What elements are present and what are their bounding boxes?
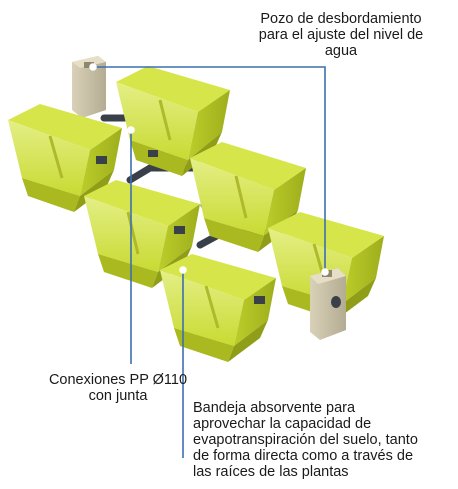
connections-label-line: con junta [88,388,148,404]
tray-label-line: evapotranspiración del suelo, tanto [193,432,418,448]
overflow-well-label-line: Pozo de desbordamiento [260,11,422,27]
connections-label: Conexiones PP Ø110 con junta [4,372,232,404]
overflow-well-label-line: agua [324,43,358,59]
overflow-well-back [72,56,106,118]
tray-label-line: las raíces de las plantas [193,464,349,480]
tray-label-line: de forma directa como a través de [193,448,414,464]
overflow-well-label: Pozo de desbordamiento para el ajuste de… [228,11,454,59]
callout-dot-connections [127,126,135,134]
tray [116,66,230,176]
tray-label-line: aprovechar la capacidad de [193,416,372,432]
callout-dot-overflow-back [89,63,97,71]
overflow-well-label-line: para el ajuste del nivel de [258,27,424,43]
callout-dot-tray [179,266,187,274]
tray [84,180,200,288]
callout-lines [89,63,329,458]
tray-label-line: Bandeja absorvente para [193,400,356,416]
tray [8,104,122,212]
connections-label-line: Conexiones PP Ø110 [48,372,188,388]
callout-line-overflow [93,66,326,272]
overflow-well-front [310,268,346,340]
callout-dot-overflow-front [321,268,329,276]
tray [160,254,276,362]
tray-label: Bandeja absorvente para aprovechar la ca… [193,400,455,480]
pipe-segment [126,164,154,184]
